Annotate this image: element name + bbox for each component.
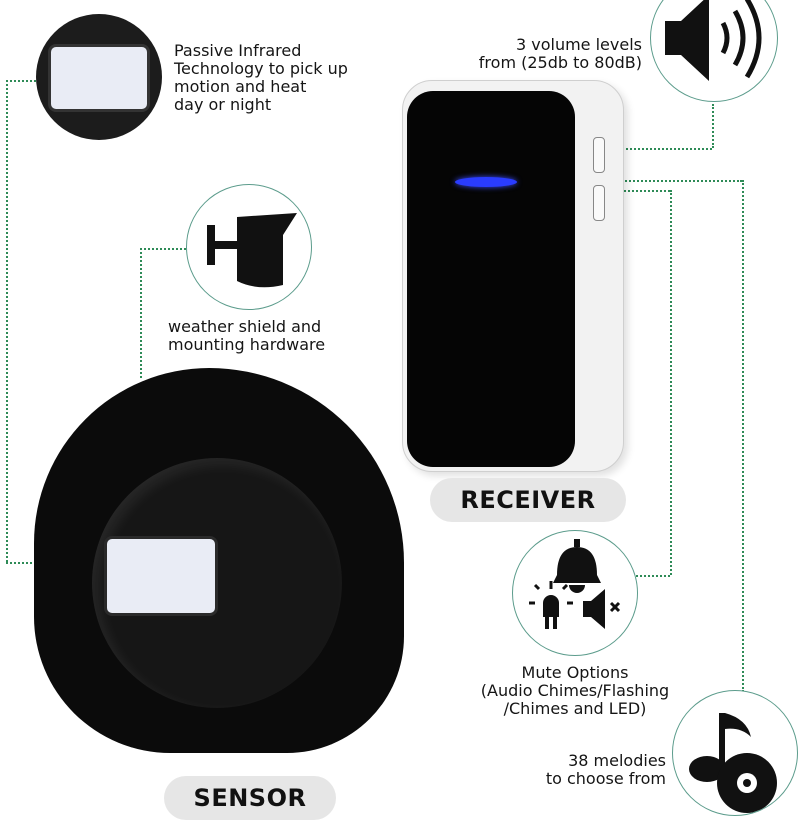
connector-melody-h xyxy=(610,180,742,182)
mute-caption: Mute Options (Audio Chimes/Flashing /Chi… xyxy=(480,663,670,718)
music-note-disc-icon xyxy=(689,713,777,813)
receiver-device xyxy=(402,80,624,472)
connector-melody-v xyxy=(742,180,744,692)
connector-pir-top xyxy=(6,80,40,82)
melodies-circle xyxy=(672,690,798,816)
volume-button[interactable] xyxy=(593,137,605,173)
led-icon xyxy=(543,595,559,617)
mute-options-icon xyxy=(529,539,621,629)
speaker-volume-icon xyxy=(665,0,762,81)
pir-caption: Passive Infrared Technology to pick up m… xyxy=(174,41,348,114)
receiver-face xyxy=(407,91,575,467)
receiver-led-indicator xyxy=(455,177,517,187)
bell-icon xyxy=(553,547,601,583)
speaker-mute-icon xyxy=(583,589,605,629)
shield-circle xyxy=(186,184,312,310)
shield-caption: weather shield and mounting hardware xyxy=(168,317,326,354)
pir-lens-icon xyxy=(48,44,150,112)
sensor-label: SENSOR xyxy=(164,776,336,820)
connector-pir-left xyxy=(6,80,8,562)
melody-button[interactable] xyxy=(593,185,605,221)
melodies-caption: 38 melodies to choose from xyxy=(545,751,666,788)
pir-lens-circle xyxy=(36,14,162,140)
connector-volume-v xyxy=(712,104,714,148)
connector-mute-end xyxy=(636,575,670,577)
receiver-label: RECEIVER xyxy=(430,478,626,522)
mounting-bracket-icon xyxy=(207,213,297,288)
connector-shield-left xyxy=(140,248,142,378)
connector-shield-top xyxy=(140,248,186,250)
mute-circle xyxy=(512,530,638,656)
sensor-device xyxy=(34,368,404,758)
volume-circle xyxy=(650,0,778,102)
volume-caption: 3 volume levels from (25db to 80dB) xyxy=(478,35,642,72)
connector-volume-h xyxy=(610,148,712,150)
sensor-pir-window xyxy=(104,536,218,616)
connector-mute-v xyxy=(670,190,672,575)
